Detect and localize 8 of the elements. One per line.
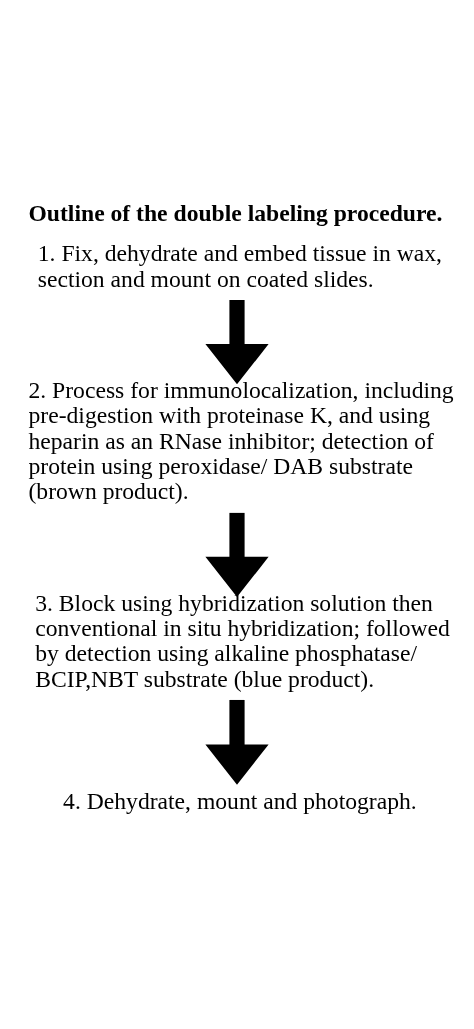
node-text: 3. Block using hybridization solution then conventional in situ hybridization; followed by detection using alkaline phosphatase/ BCIP,NBT substrate (blue product). — [35, 589, 450, 692]
arrow — [205, 699, 269, 785]
node-text: 4. Dehydrate, mount and photograph. — [63, 787, 417, 814]
node-text: 2. Process for immunolocalization, including pre-digestion with proteinase K, and using heparin as an RNase inhibitor; detection of protein using peroxidase/ DAB substrate (brown product). — [28, 376, 454, 504]
node-text: 1. Fix, dehydrate and embed tissue in wax, section and mount on coated slides. — [37, 239, 442, 292]
arrow — [205, 299, 269, 384]
diagram-title: Outline of the double labeling procedure. — [28, 199, 443, 226]
arrow — [205, 512, 269, 597]
